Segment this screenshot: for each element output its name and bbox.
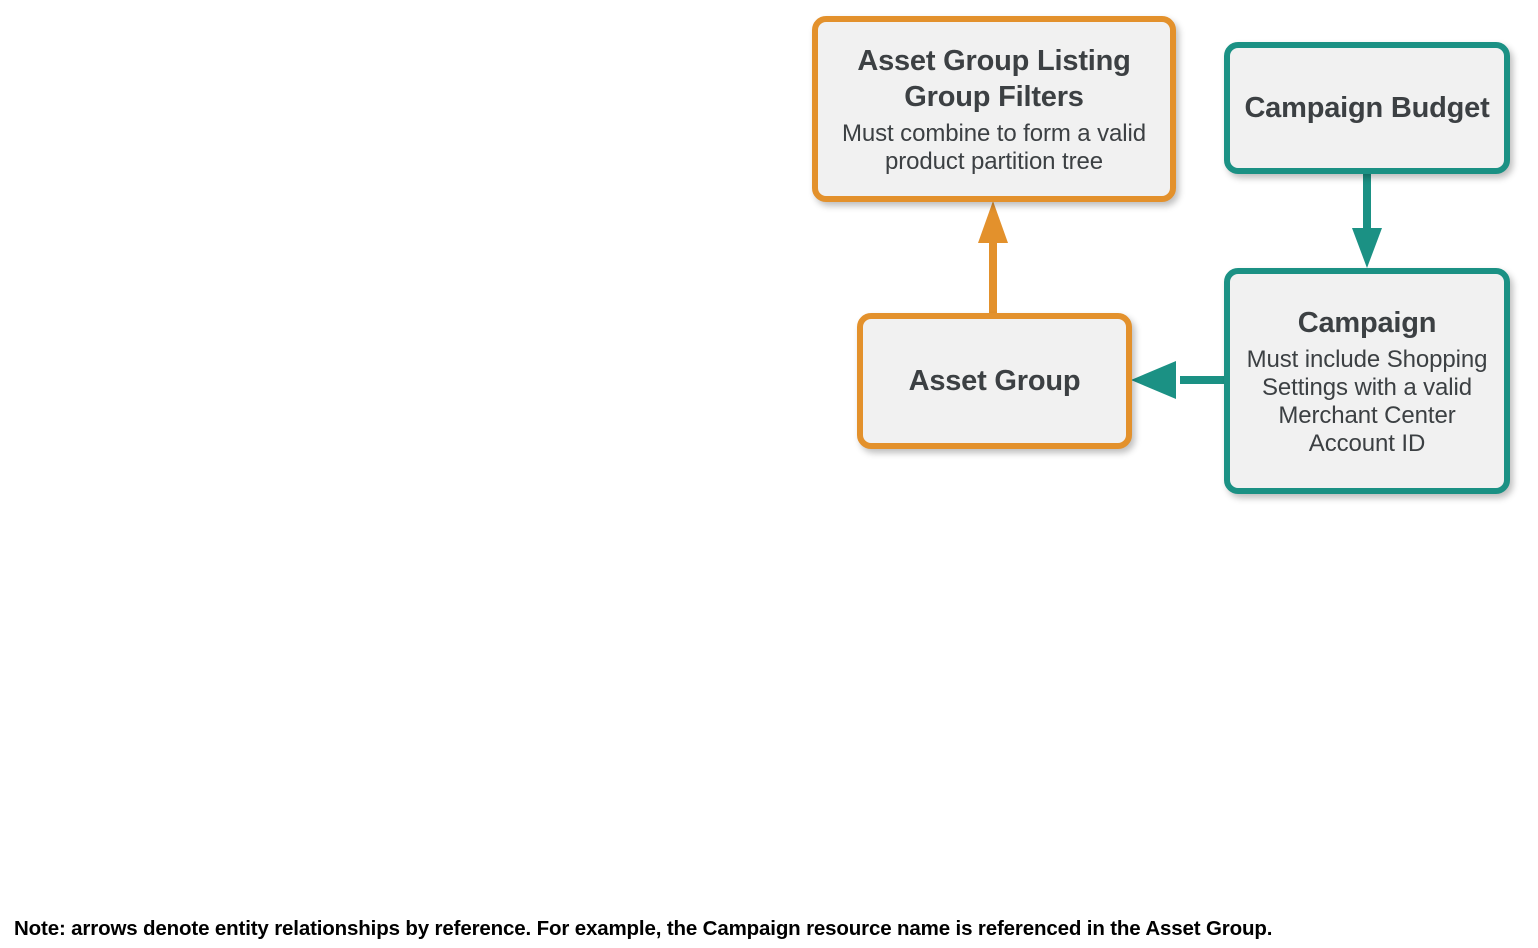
arrowhead-up-orange <box>978 201 1008 243</box>
node-subtitle: Must include Shopping Settings with a va… <box>1246 345 1488 457</box>
arrowhead-left-teal <box>1131 361 1176 399</box>
edge-asset-group-to-listing-group-filters <box>978 201 1008 315</box>
node-campaign[interactable]: Campaign Must include Shopping Settings … <box>1224 268 1510 494</box>
node-title: Asset Group Listing Group Filters <box>857 44 1131 113</box>
node-asset-group[interactable]: Asset Group <box>857 313 1132 449</box>
node-campaign-budget[interactable]: Campaign Budget <box>1224 42 1510 174</box>
edge-campaign-to-asset-group <box>1131 361 1226 399</box>
diagram-note: Note: arrows denote entity relationships… <box>14 917 1273 940</box>
node-title: Campaign Budget <box>1244 92 1490 124</box>
arrowhead-down-teal <box>1352 228 1382 268</box>
node-asset-group-listing-group-filters[interactable]: Asset Group Listing Group Filters Must c… <box>812 16 1176 202</box>
node-subtitle: Must combine to form a valid product par… <box>842 119 1146 175</box>
node-title: Asset Group <box>908 365 1081 397</box>
node-title: Campaign <box>1297 306 1437 339</box>
edge-campaign-budget-to-campaign <box>1352 172 1382 268</box>
